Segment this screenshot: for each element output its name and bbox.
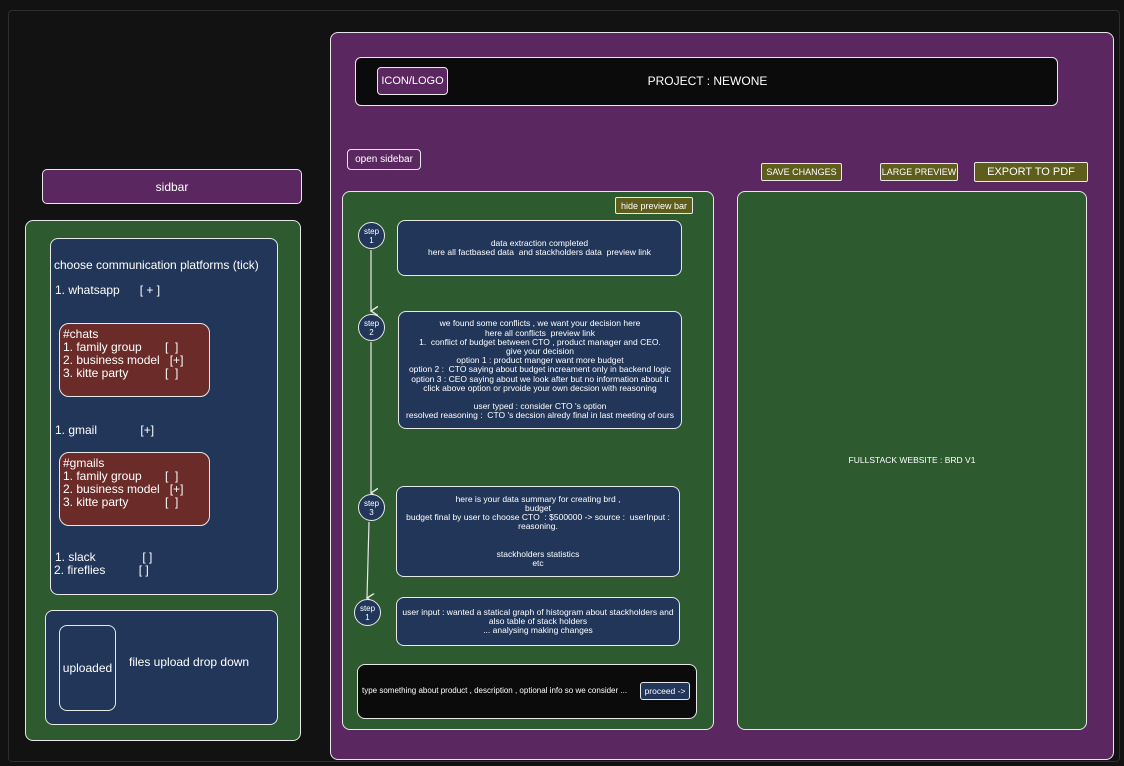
chats-item-family[interactable]: 1. family group [ ] [63,340,179,354]
project-title: PROJECT : NEWONE [647,74,768,88]
fireflies-option[interactable]: 2. fireflies [ ] [54,563,149,577]
connector-3-4 [367,521,369,598]
sidebar-title-button[interactable]: sidbar [42,169,302,204]
logo-icon[interactable]: ICON/LOGO [377,67,448,95]
platforms-panel [50,238,278,595]
gmail-option[interactable]: 1. gmail [+] [55,423,155,437]
gmails-header: #gmails [63,456,105,470]
card-line: option 1 : product manger want more budg… [456,355,624,366]
proceed-button[interactable]: proceed -> [640,682,690,700]
app-frame [8,10,1120,762]
chats-item-business[interactable]: 2. business model [+] [63,353,184,367]
step-1-badge: step 1 [358,222,385,249]
hide-preview-button[interactable]: hide preview bar [615,197,693,214]
step-2-card[interactable]: we found some conflicts , we want your d… [398,311,682,429]
step-4-badge-label: step 1 [359,604,376,622]
card-line: option 3 : CEO saying about we look afte… [411,373,669,384]
card-line: here is your data summary for creating b… [455,493,621,504]
uploaded-button[interactable]: uploaded [59,625,116,711]
card-line: user input : wanted a statical graph of … [402,606,674,617]
preview-label: FULLSTACK WEBSITE : BRD V1 [848,455,976,465]
gmails-item-family[interactable]: 1. family group [ ] [63,469,179,483]
step-4-badge: step 1 [354,599,381,626]
step-2-badge-label: step 2 [363,319,380,337]
gmails-item-kitte[interactable]: 3. kitte party [ ] [63,495,179,509]
chats-group [59,323,210,397]
card-line: stackholders statistics [496,548,580,559]
open-sidebar-button[interactable]: open sidebar [347,149,421,170]
step-2-badge: step 2 [358,314,385,341]
export-pdf-button[interactable]: EXPORT TO PDF [974,162,1088,182]
step-3-badge: step 3 [358,494,385,521]
card-line: here all factbased data and stackholders… [427,247,652,257]
prompt-input-text[interactable]: type something about product , descripti… [362,686,628,695]
card-line: also table of stack holders [488,615,588,626]
chats-header: #chats [63,327,99,341]
step-4-card[interactable]: user input : wanted a statical graph of … [396,597,680,646]
slack-option[interactable]: 1. slack [ ] [55,550,153,564]
card-line: 1. conflict of budget between CTO , prod… [419,336,661,347]
card-line: reasoning. [518,521,558,532]
large-preview-button[interactable]: LARGE PREVIEW [880,163,958,181]
card-line: here all conflicts preview link [484,327,596,338]
card-line: option 2 : CTO saying about budget incre… [408,364,672,375]
card-line: give your decision [505,345,575,356]
gmails-item-business[interactable]: 2. business model [+] [63,482,184,496]
card-line: we found some conflicts , we want your d… [439,318,641,329]
card-line: data extraction completed [490,237,589,248]
step-3-card[interactable]: here is your data summary for creating b… [396,486,680,577]
card-line: budget [525,502,551,513]
header-bar [355,57,1058,106]
gmails-group [59,452,210,526]
whatsapp-option[interactable]: 1. whatsapp [ + ] [55,283,161,297]
card-line: budget final by user to choose CTO : $50… [406,512,670,523]
save-changes-button[interactable]: SAVE CHANGES [761,163,842,181]
files-upload-dropdown[interactable]: files upload drop down [129,655,250,669]
card-line: resolved reasoning : CTO 's decsion alre… [406,410,674,421]
platforms-title: choose communication platforms (tick) [54,258,259,272]
preview-panel [737,191,1087,730]
step-3-badge-label: step 3 [363,499,380,517]
chats-item-kitte[interactable]: 3. kitte party [ ] [63,366,179,380]
card-line: click above option or prvoide your own d… [423,382,657,393]
step-1-badge-label: step 1 [363,227,380,245]
card-line: etc [532,558,544,569]
card-line: ... analysing making changes [483,625,593,636]
card-line: user typed : consider CTO 's option [473,401,607,412]
